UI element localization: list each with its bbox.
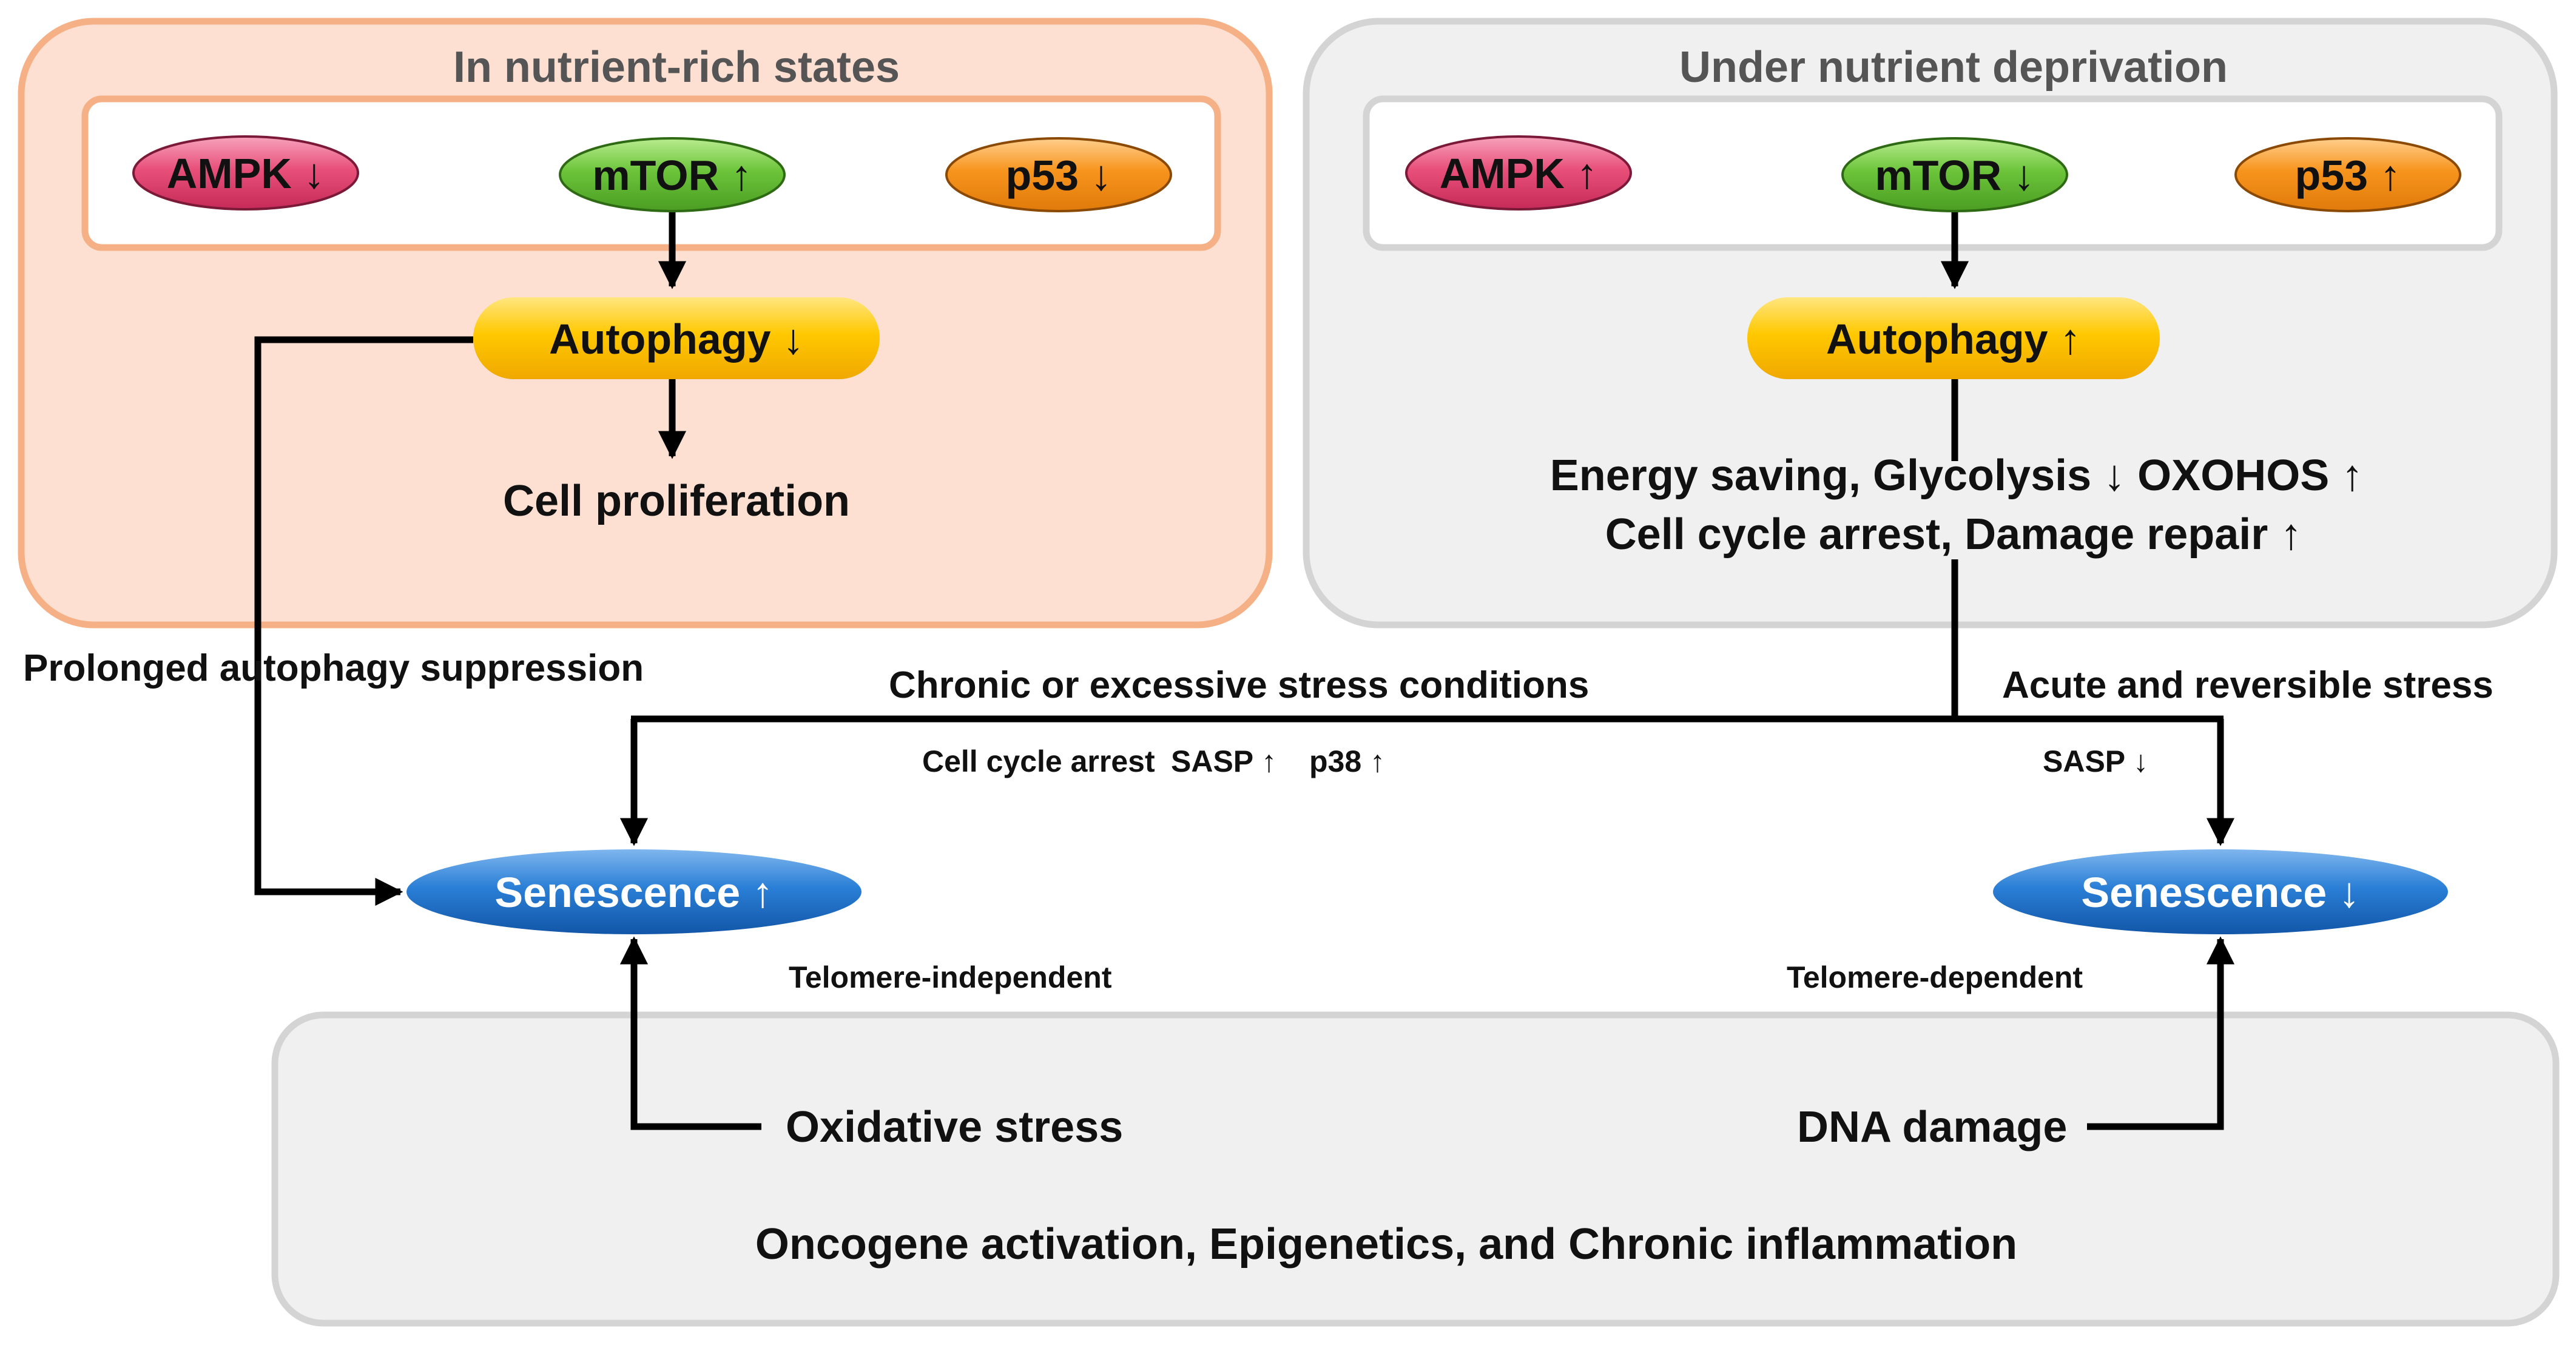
rich-panel-title: In nutrient-rich states	[453, 43, 900, 92]
autophagy-label-deprived: Autophagy ↑	[1826, 315, 2081, 363]
telomere-independent-label: Telomere-independent	[789, 960, 1112, 994]
deprived-outcome-line1: Energy saving, Glycolysis ↓ OXOHOS ↑	[1550, 451, 2363, 500]
autophagy-node-deprived	[1747, 297, 2160, 379]
sasp-down-label: SASP ↓	[2043, 744, 2148, 778]
p38-up-label: p38 ↑	[1309, 744, 1385, 778]
ampk-label-rich: AMPK ↓	[167, 150, 325, 197]
ampk-node-deprived	[1405, 135, 1632, 211]
oxidative-stress-label: Oxidative stress	[786, 1103, 1123, 1151]
mtor-node-deprived	[1841, 137, 2068, 212]
other-causes-label: Oncogene activation, Epigenetics, and Ch…	[755, 1220, 2017, 1269]
deprived-panel-title: Under nutrient deprivation	[1679, 43, 2228, 92]
senescence-down-label: Senescence ↓	[2081, 869, 2359, 916]
cell-cycle-arrest-label: Cell cycle arrest	[922, 744, 1155, 778]
arrow-prolonged-suppression	[254, 336, 473, 906]
chronic-stress-label: Chronic or excessive stress conditions	[889, 664, 1589, 706]
prolonged-suppression-label: Prolonged autophagy suppression	[23, 647, 644, 689]
ampk-node-rich	[132, 135, 359, 211]
telomere-dependent-label: Telomere-dependent	[1787, 960, 2083, 994]
mtor-node-rich	[559, 137, 786, 212]
p53-node-deprived	[2234, 137, 2461, 212]
stress-sources-panel	[271, 1011, 2560, 1327]
dna-damage-label: DNA damage	[1797, 1103, 2067, 1151]
acute-stress-label: Acute and reversible stress	[2002, 664, 2493, 706]
deprived-outcome-line2: Cell cycle arrest, Damage repair ↑	[1605, 510, 2302, 559]
mtor-label-rich: mTOR ↑	[592, 152, 752, 199]
p53-label-deprived: p53 ↑	[2294, 152, 2401, 199]
mtor-label-deprived: mTOR ↓	[1875, 152, 2034, 199]
cell-proliferation-label: Cell proliferation	[503, 477, 850, 525]
p53-node-rich	[945, 137, 1172, 212]
senescence-up-node	[406, 849, 861, 934]
senescence-up-label: Senescence ↑	[494, 869, 773, 916]
sasp-up-label: SASP ↑	[1171, 744, 1276, 778]
autophagy-node-rich	[473, 297, 880, 379]
arrow-dna-to-senescence	[2087, 936, 2235, 1130]
arrow-oxidative-to-senescence	[619, 936, 761, 1130]
ampk-label-deprived: AMPK ↑	[1440, 150, 1598, 197]
autophagy-label-rich: Autophagy ↓	[549, 315, 804, 363]
senescence-down-node	[1993, 849, 2448, 934]
p53-label-rich: p53 ↓	[1005, 152, 1111, 199]
